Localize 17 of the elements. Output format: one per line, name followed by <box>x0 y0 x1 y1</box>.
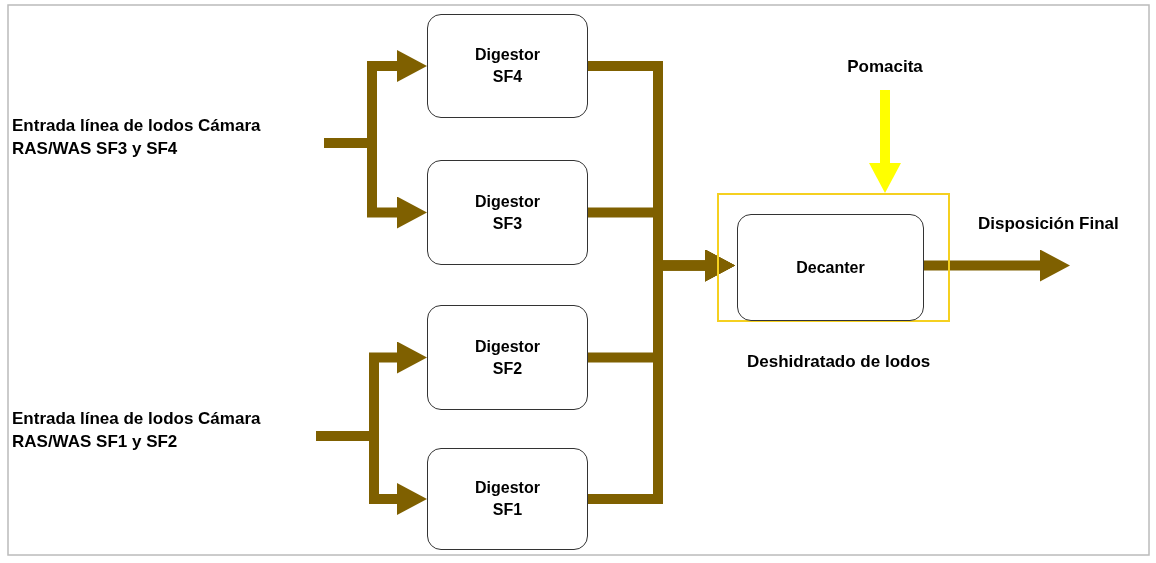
node-label: Decanter <box>795 257 866 278</box>
node-label: Entrada línea de lodos Cámara RAS/WAS SF1 y SF2 <box>12 408 262 453</box>
node-label: Digestor SF2 <box>474 336 541 379</box>
node-label: Digestor SF4 <box>474 45 541 87</box>
process-box <box>427 160 588 265</box>
arrow <box>588 249 735 504</box>
process-box <box>427 305 588 410</box>
node-label: Pomacita <box>847 56 923 78</box>
arrow <box>922 249 1070 282</box>
process-box <box>737 214 924 321</box>
node-label: Digestor SF3 <box>474 191 541 234</box>
node-label: Entrada línea de lodos Cámara RAS/WAS SF3 y SF4 <box>12 115 262 160</box>
process-box <box>427 14 588 118</box>
arrow <box>869 90 901 193</box>
node-label: Digestor SF1 <box>474 478 541 520</box>
process-box <box>427 448 588 550</box>
node-label: Deshidratado de lodos <box>747 352 931 372</box>
